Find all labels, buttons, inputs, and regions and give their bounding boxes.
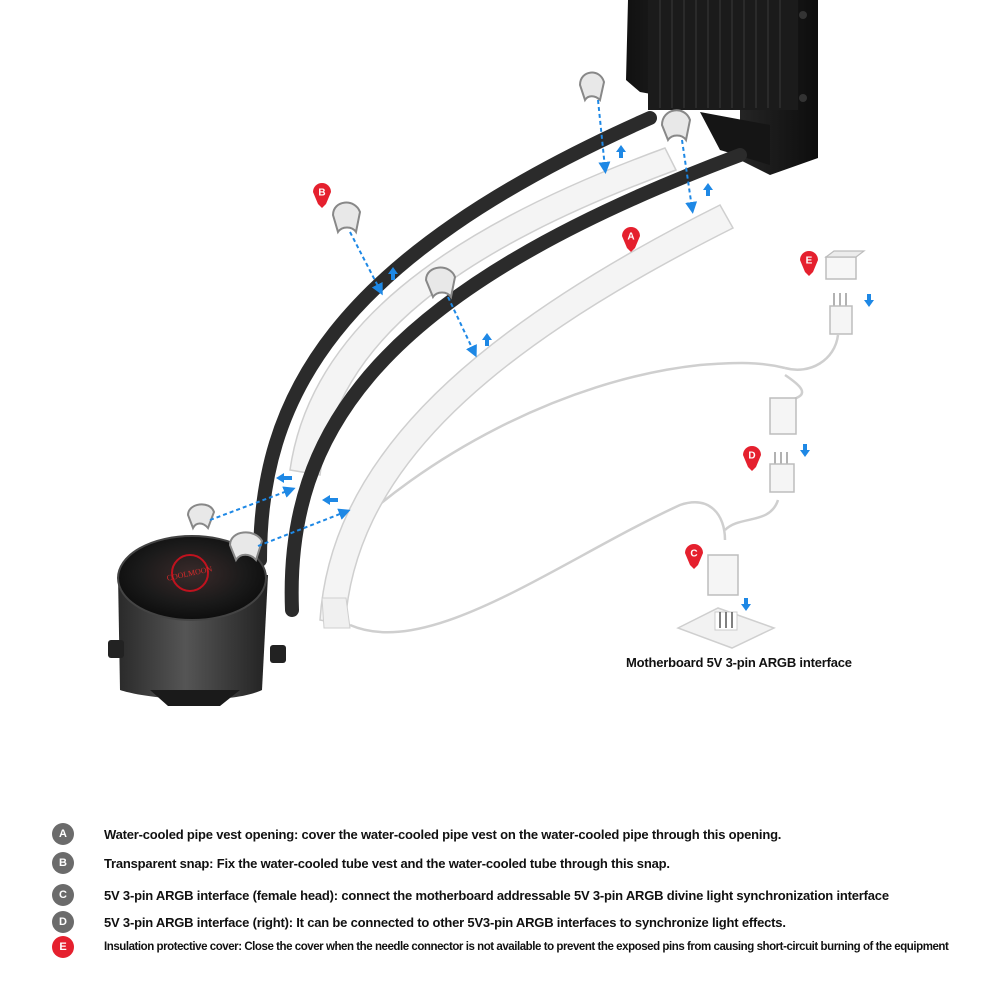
motherboard-caption: Motherboard 5V 3-pin ARGB interface <box>626 655 852 670</box>
arrow-down-icon <box>741 598 751 611</box>
callout-d: D <box>743 446 761 471</box>
argb-cables <box>339 334 840 634</box>
arrow-icons <box>276 145 874 611</box>
snap-clip-icon <box>660 109 692 143</box>
callout-letter: C <box>690 549 697 560</box>
snap-clip-icon <box>578 71 606 103</box>
callout-letter: A <box>627 232 634 243</box>
arrow-up-icon <box>482 333 492 346</box>
radiator <box>626 0 818 175</box>
argb-connectors <box>676 250 866 649</box>
badge-d: D <box>52 911 74 933</box>
transparent-snaps <box>186 71 692 563</box>
badge-e: E <box>52 936 74 958</box>
legend-text-b: Transparent snap: Fix the water-cooled t… <box>104 855 670 871</box>
pump-block: COOLMOON <box>108 535 286 706</box>
callout-b: B <box>313 183 331 208</box>
snap-clip-icon <box>228 531 264 563</box>
arrow-up-icon <box>388 267 398 280</box>
motherboard-header <box>676 607 776 649</box>
white-sleeve-back <box>289 147 735 629</box>
arrow-left-icon <box>276 473 292 483</box>
callout-a: A <box>622 227 640 252</box>
callout-e: E <box>800 251 818 276</box>
insulation-cover <box>824 250 866 280</box>
arrow-up-icon <box>616 145 626 158</box>
legend-text-e: Insulation protective cover: Close the c… <box>104 941 949 953</box>
arrow-left-icon <box>322 495 338 505</box>
badge-c: C <box>52 884 74 906</box>
callout-letter: B <box>318 188 325 199</box>
water-tubes <box>253 111 747 617</box>
badge-b: B <box>52 852 74 874</box>
callout-letter: E <box>806 256 813 267</box>
badge-a: A <box>52 823 74 845</box>
arrow-down-icon <box>864 294 874 307</box>
arrow-down-icon <box>800 444 810 457</box>
callout-c: C <box>685 544 703 569</box>
legend-text-a: Water-cooled pipe vest opening: cover th… <box>104 826 782 842</box>
callout-letter: D <box>748 451 755 462</box>
snap-clip-icon <box>186 503 216 531</box>
legend-text-d: 5V 3-pin ARGB interface (right): It can … <box>104 914 786 930</box>
callouts: A B C D E <box>313 183 818 569</box>
arrow-up-icon <box>703 183 713 196</box>
snap-clip-icon <box>331 201 362 235</box>
legend-text-c: 5V 3-pin ARGB interface (female head): c… <box>104 887 889 903</box>
blue-guides <box>209 99 698 547</box>
snap-clip-icon <box>424 266 457 300</box>
